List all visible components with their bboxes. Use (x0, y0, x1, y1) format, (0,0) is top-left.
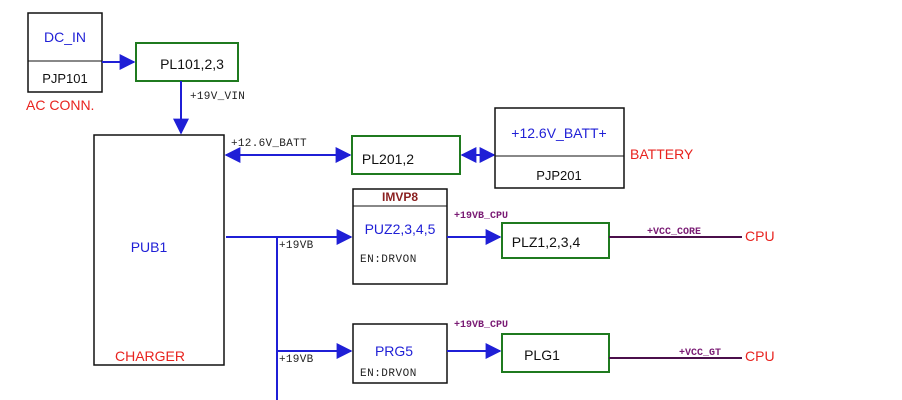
puz-imvp8-block[interactable]: IMVP8 PUZ2,3,4,5 EN:DRVON (352, 188, 448, 285)
dc-in-block[interactable]: DC_IN PJP101 (27, 12, 103, 93)
battery-connector-ref: PJP201 (536, 168, 582, 183)
dc-in-label: DC_IN (44, 29, 86, 45)
plg1-block[interactable]: PLG1 (501, 333, 610, 373)
prg5-block[interactable]: PRG5 EN:DRVON (352, 323, 448, 384)
battery-note: BATTERY (630, 146, 694, 162)
net-label-19vb-lower: +19VB (279, 354, 314, 366)
plg1-label: PLG1 (524, 347, 560, 363)
pl101-block[interactable]: PL101,2,3 (135, 42, 239, 82)
puz-label: PUZ2,3,4,5 (365, 221, 436, 237)
plz-label: PLZ1,2,3,4 (512, 234, 581, 250)
puz-enable-label: EN:DRVON (360, 254, 417, 266)
imvp8-header: IMVP8 (382, 190, 418, 204)
net-label-vcc-gt: +VCC_GT (679, 348, 721, 359)
net-label-19vb-cpu-upper: +19VB_CPU (454, 211, 508, 222)
net-label-19v-vin: +19V_VIN (190, 91, 245, 103)
net-label-19vb-cpu-lower: +19VB_CPU (454, 320, 508, 331)
battery-rail-label: +12.6V_BATT+ (511, 125, 606, 141)
net-label-19vb-upper: +19VB (279, 240, 314, 252)
pub1-label: PUB1 (131, 239, 168, 255)
pl201-label: PL201,2 (362, 151, 414, 167)
prg5-label: PRG5 (375, 343, 413, 359)
pl201-block[interactable]: PL201,2 (351, 135, 461, 175)
charger-note: CHARGER (115, 348, 185, 364)
net-label-12v6-batt: +12.6V_BATT (231, 138, 307, 150)
cpu-output-lower: CPU (745, 348, 775, 364)
plz-block[interactable]: PLZ1,2,3,4 (501, 222, 610, 259)
ac-conn-note: AC CONN. (26, 97, 94, 113)
battery-block[interactable]: +12.6V_BATT+ PJP201 (494, 107, 625, 189)
cpu-output-upper: CPU (745, 228, 775, 244)
pub1-charger-block[interactable]: PUB1 CHARGER (93, 134, 225, 366)
dc-in-connector-ref: PJP101 (42, 71, 88, 86)
net-label-vcc-core: +VCC_CORE (647, 227, 701, 238)
prg5-enable-label: EN:DRVON (360, 368, 417, 380)
pl101-label: PL101,2,3 (160, 56, 224, 72)
